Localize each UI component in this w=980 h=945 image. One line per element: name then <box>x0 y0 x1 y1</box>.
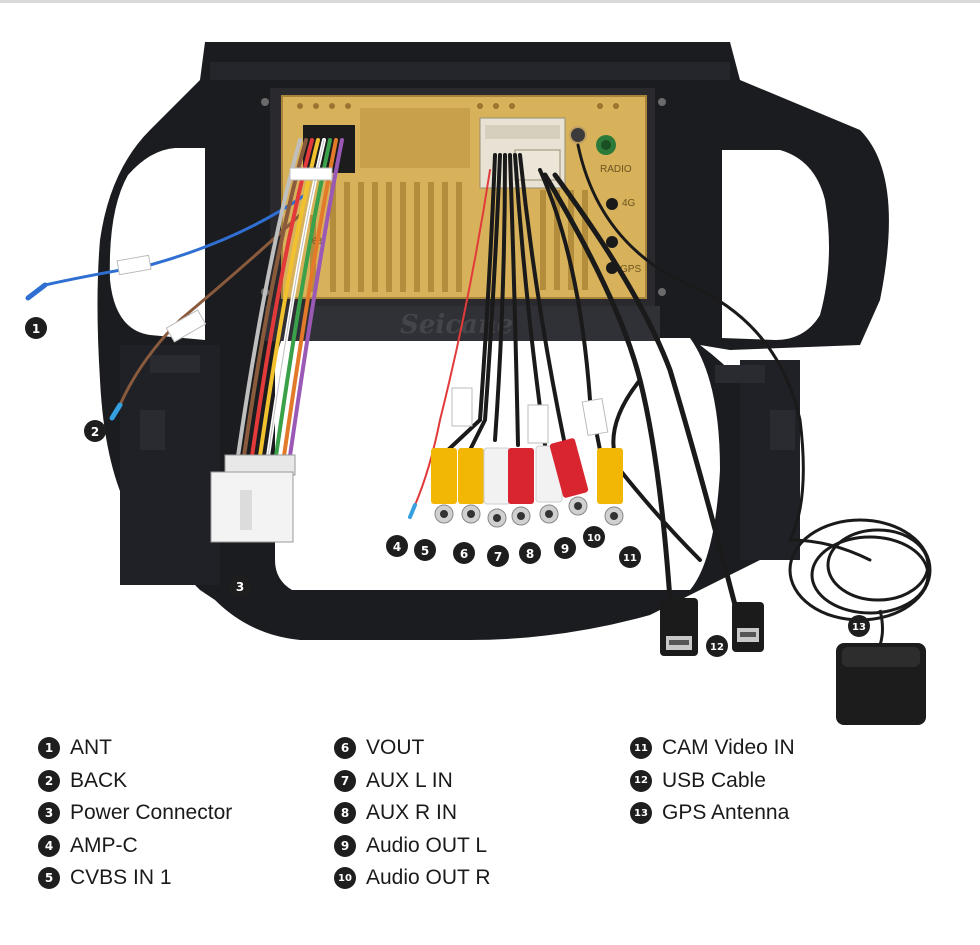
svg-text:2: 2 <box>91 425 99 439</box>
legend-item: 9 Audio OUT L <box>334 830 491 863</box>
gps-port-label: GPS <box>620 264 641 275</box>
legend-number: 12 <box>630 769 652 792</box>
callout-7: 7 <box>487 545 509 567</box>
callout-4: 4 <box>386 535 408 557</box>
callout-8: 8 <box>519 542 541 564</box>
callout-10: 10 <box>583 526 605 548</box>
wiring-diagram: RADIO 4G GPS 6 8 Seicane <box>25 42 932 725</box>
callout-12: 12 <box>706 635 728 657</box>
legend-label: Audio OUT R <box>366 866 491 890</box>
legend-item: 7 AUX L IN <box>334 765 491 798</box>
legend-label: AUX L IN <box>366 768 453 792</box>
legend-number: 6 <box>334 737 356 760</box>
legend-item: 13 GPS Antenna <box>630 797 795 830</box>
legend-label: Power Connector <box>70 801 233 825</box>
svg-text:4: 4 <box>393 540 401 554</box>
rca-plug-6 <box>549 438 589 516</box>
rca-plug-3 <box>483 447 511 528</box>
legend-column-2: 6 VOUT 7 AUX L IN 8 AUX R IN 9 Audio OUT L 1… <box>334 732 491 895</box>
legend-item: 12 USB Cable <box>630 765 795 798</box>
legend-number: 9 <box>334 834 356 857</box>
legend-number: 8 <box>334 802 356 825</box>
svg-text:7: 7 <box>494 550 502 564</box>
callout-11: 11 <box>619 546 641 568</box>
svg-text:13: 13 <box>852 622 866 633</box>
usb-plugs <box>660 598 764 656</box>
callout-2: 2 <box>84 420 106 442</box>
legend-number: 4 <box>38 834 60 857</box>
legend: 1 ANT 2 BACK 3 Power Connector 4 AMP-C 5 CVBS… <box>0 732 980 902</box>
legend-label: CAM Video IN <box>662 736 795 760</box>
legend-label: BACK <box>70 768 128 792</box>
fourg-port-label: 4G <box>622 198 636 209</box>
rca-plugs <box>431 438 624 528</box>
svg-text:8: 8 <box>526 547 534 561</box>
legend-label: Audio OUT L <box>366 833 488 857</box>
svg-text:5: 5 <box>421 544 429 558</box>
legend-item: 1 ANT <box>38 732 232 765</box>
legend-item: 6 VOUT <box>334 732 491 765</box>
svg-text:9: 9 <box>561 542 569 556</box>
legend-label: AUX R IN <box>366 801 458 825</box>
legend-number: 2 <box>38 769 60 792</box>
rca-plug-cam <box>597 448 624 526</box>
legend-number: 7 <box>334 769 356 792</box>
callout-1: 1 <box>25 317 47 339</box>
legend-item: 10 Audio OUT R <box>334 862 491 895</box>
power-connector-plug <box>210 454 296 543</box>
legend-item: 8 AUX R IN <box>334 797 491 830</box>
callout-badges: 1 2 3 4 5 6 7 8 9 10 11 12 13 <box>25 317 870 657</box>
legend-label: VOUT <box>366 736 425 760</box>
callout-9: 9 <box>554 537 576 559</box>
legend-number: 5 <box>38 867 60 890</box>
legend-number: 3 <box>38 802 60 825</box>
legend-item: 11 CAM Video IN <box>630 732 795 765</box>
legend-column-1: 1 ANT 2 BACK 3 Power Connector 4 AMP-C 5 CVBS… <box>38 732 232 895</box>
legend-column-3: 11 CAM Video IN 12 USB Cable 13 GPS Antenna <box>630 732 795 830</box>
svg-text:6: 6 <box>460 547 468 561</box>
svg-text:3: 3 <box>236 580 244 594</box>
legend-label: AMP-C <box>70 833 138 857</box>
legend-label: GPS Antenna <box>662 801 790 825</box>
gps-antenna <box>788 518 932 725</box>
legend-item: 3 Power Connector <box>38 797 232 830</box>
legend-number: 11 <box>630 737 652 760</box>
legend-number: 1 <box>38 737 60 760</box>
rca-plug-1 <box>431 448 457 524</box>
legend-label: ANT <box>70 736 112 760</box>
legend-number: 13 <box>630 802 652 825</box>
svg-text:11: 11 <box>623 553 637 564</box>
radio-port-label: RADIO <box>600 164 632 175</box>
wire-harness <box>25 138 872 608</box>
rca-plug-4 <box>508 448 534 526</box>
callout-5: 5 <box>414 539 436 561</box>
callout-3: 3 <box>229 575 251 597</box>
legend-item: 2 BACK <box>38 765 232 798</box>
watermark: Seicane <box>400 310 513 340</box>
legend-item: 5 CVBS IN 1 <box>38 862 232 895</box>
legend-number: 10 <box>334 867 356 890</box>
legend-label: CVBS IN 1 <box>70 866 172 890</box>
legend-item: 4 AMP-C <box>38 830 232 863</box>
legend-label: USB Cable <box>662 768 766 792</box>
head-unit: RADIO 4G GPS 68 Seicane <box>261 88 666 341</box>
svg-text:10: 10 <box>587 533 601 544</box>
callout-13: 13 <box>848 615 870 637</box>
callout-6: 6 <box>453 542 475 564</box>
svg-text:12: 12 <box>710 642 724 653</box>
svg-text:1: 1 <box>32 322 40 336</box>
rca-plug-2 <box>458 448 484 524</box>
top-divider <box>0 0 980 3</box>
